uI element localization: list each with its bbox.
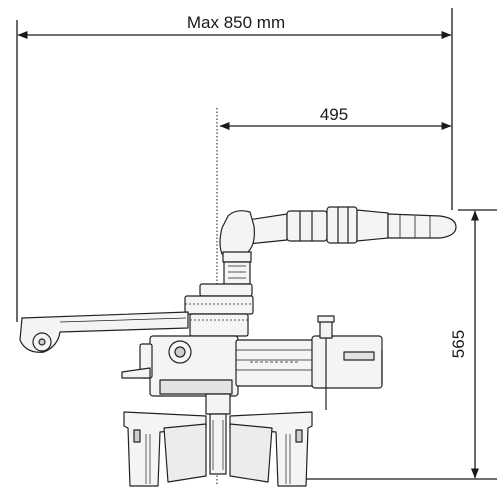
dimension-lines [16, 8, 497, 480]
max-width-label: Max 850 mm [187, 13, 285, 32]
center-spindle [205, 393, 231, 475]
reach-label: 495 [320, 105, 348, 124]
motor-unit [247, 206, 457, 245]
left-clamp-jaw [123, 411, 207, 487]
machine-illustration [19, 206, 457, 487]
right-carriage [235, 315, 383, 410]
right-clamp-jaw [229, 411, 313, 487]
main-body [121, 335, 239, 397]
left-support-arm [19, 311, 189, 353]
height-label: 565 [449, 330, 468, 358]
elbow-gearbox [219, 210, 255, 285]
gear-housing [184, 283, 254, 337]
